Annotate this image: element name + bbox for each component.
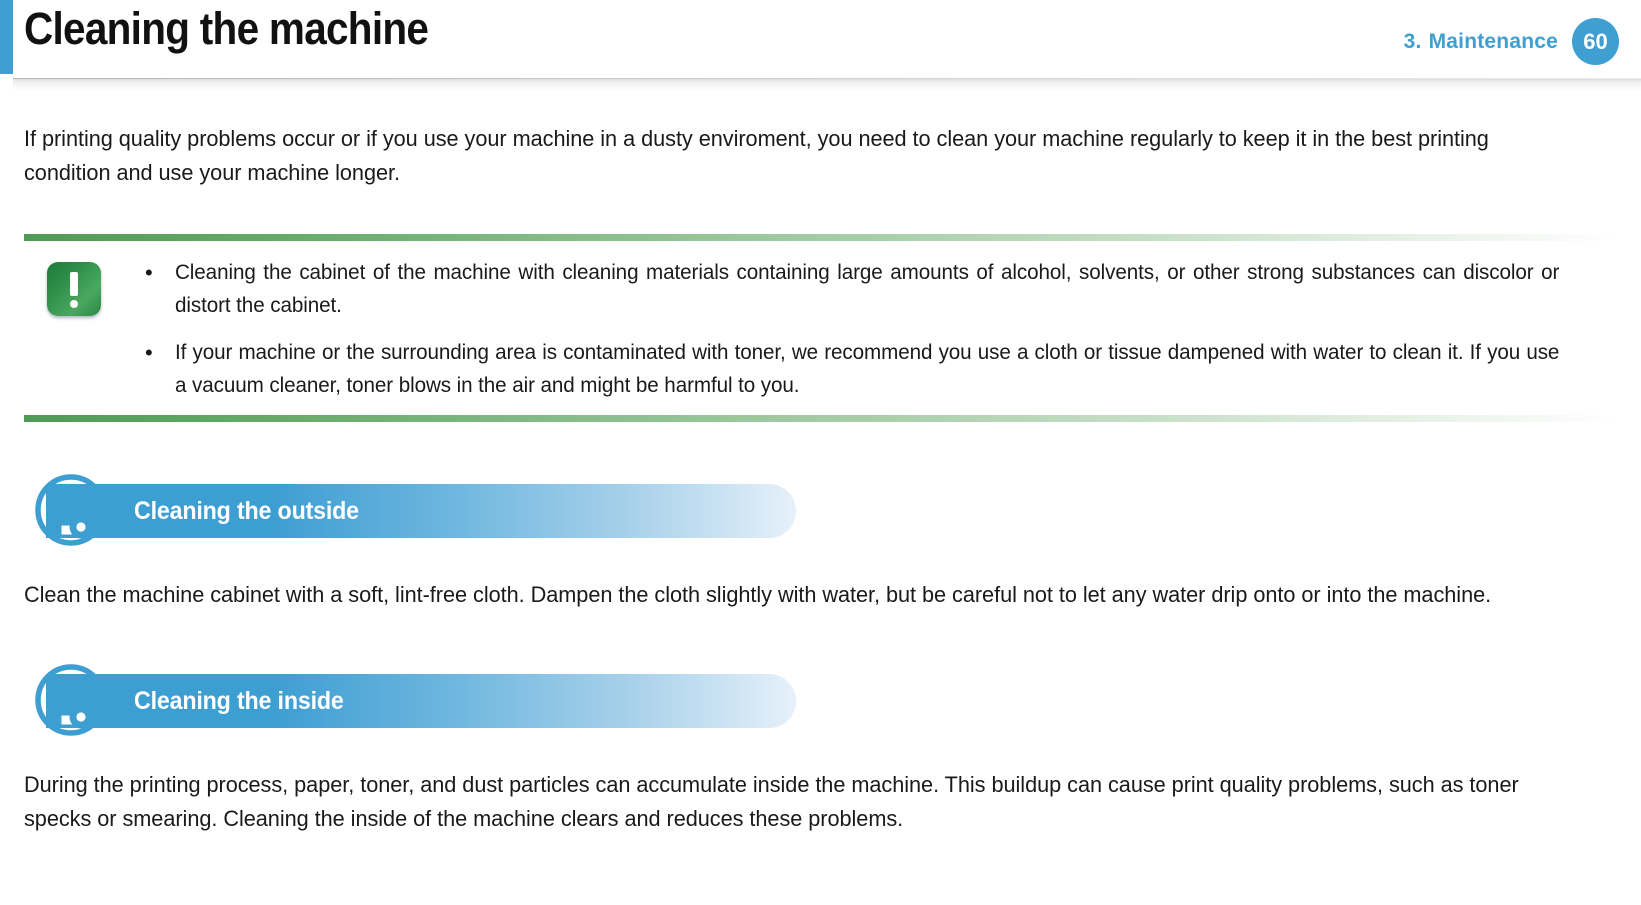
header-accent-bar [0, 0, 13, 74]
header-chapter-group: 3.Maintenance 60 [1404, 18, 1619, 65]
section-paragraph: Clean the machine cabinet with a soft, l… [24, 582, 1492, 607]
section-paragraph: During the printing process, paper, tone… [24, 772, 1519, 831]
intro-paragraph: If printing quality problems occur or if… [24, 126, 1489, 185]
list-item: • Cleaning the cabinet of the machine wi… [145, 256, 1617, 322]
section-body: During the printing process, paper, tone… [24, 768, 1619, 836]
page-header: Cleaning the machine 3.Maintenance 60 [0, 0, 1641, 92]
printer-icon [35, 664, 107, 736]
page-content: If printing quality problems occur or if… [0, 122, 1641, 836]
section-cleaning-the-inside: Cleaning the inside During the printing … [24, 664, 1619, 836]
header-divider [13, 78, 1641, 92]
section-body: Clean the machine cabinet with a soft, l… [24, 578, 1619, 612]
printer-icon [35, 474, 107, 546]
caution-top-rule [24, 234, 1619, 241]
caution-box: • Cleaning the cabinet of the machine wi… [24, 234, 1619, 422]
bullet-marker: • [145, 260, 153, 285]
bullet-marker: • [145, 340, 153, 365]
section-banner: Cleaning the inside [35, 664, 796, 736]
exclamation-stem [70, 272, 78, 296]
list-item: • If your machine or the surrounding are… [145, 336, 1617, 402]
caution-item-text: Cleaning the cabinet of the machine with… [175, 260, 1560, 317]
page-title: Cleaning the machine [24, 3, 429, 54]
section-title: Cleaning the outside [134, 496, 359, 525]
caution-list: • Cleaning the cabinet of the machine wi… [145, 256, 1619, 402]
caution-bottom-rule [24, 415, 1619, 422]
caution-item-text: If your machine or the surrounding area … [175, 340, 1560, 397]
section-banner: Cleaning the outside [35, 474, 796, 546]
section-title: Cleaning the inside [134, 686, 344, 715]
chapter-breadcrumb: 3.Maintenance [1404, 30, 1558, 54]
page-number-badge: 60 [1572, 18, 1619, 65]
section-cleaning-the-outside: Cleaning the outside Clean the machine c… [24, 474, 1619, 612]
caution-exclamation-icon [47, 262, 101, 316]
section-banner-background [46, 674, 796, 728]
chapter-number: 3. [1403, 29, 1422, 53]
exclamation-dot [70, 300, 78, 308]
chapter-name: Maintenance [1428, 29, 1558, 53]
section-banner-background [46, 484, 796, 538]
intro-block: If printing quality problems occur or if… [24, 122, 1619, 190]
